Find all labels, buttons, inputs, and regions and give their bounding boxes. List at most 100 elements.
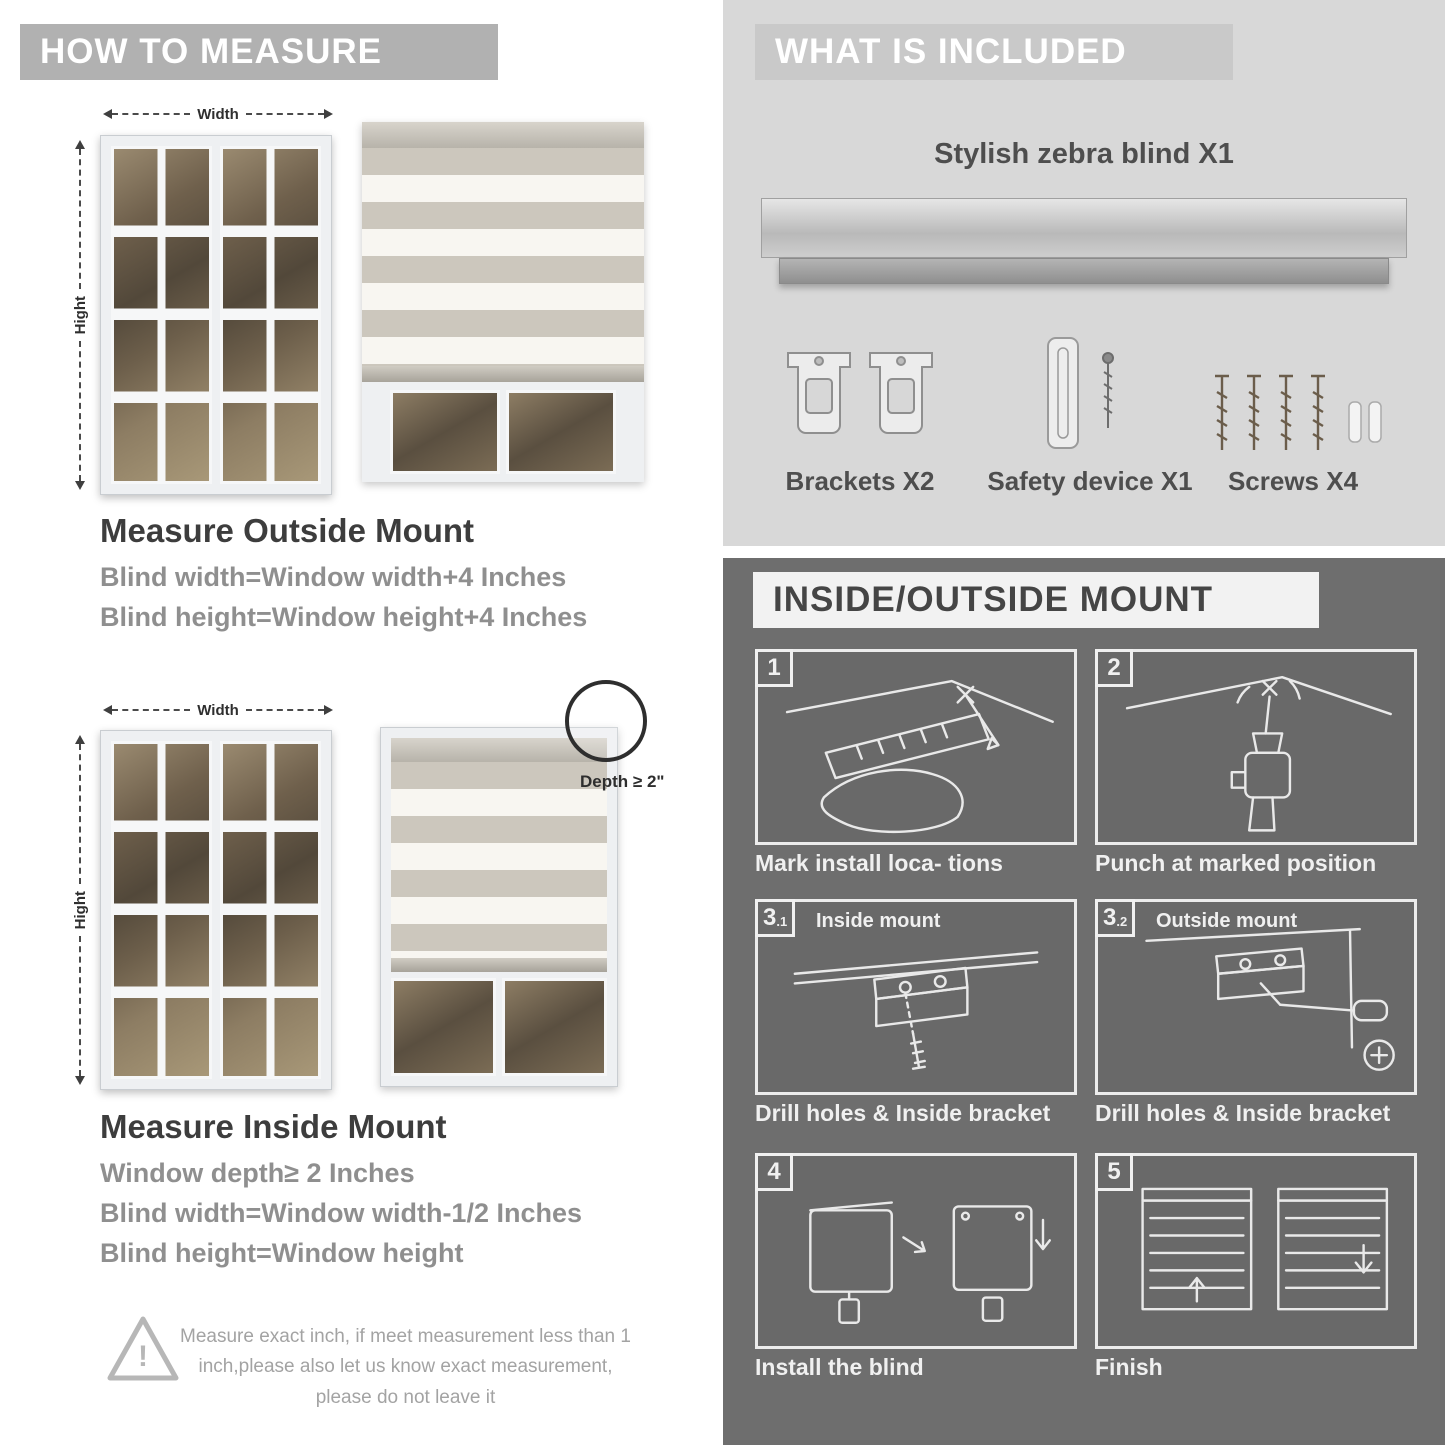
height-label: Hight [71,295,89,335]
depth-callout-circle [565,680,647,762]
screws-icon [1213,374,1382,452]
step-panel-2: 2 [1095,649,1417,845]
mount-instructions-section: INSIDE/OUTSIDE MOUNT 1 Mark install loca… [723,558,1445,1445]
brackets-icon [787,352,933,434]
window-sash [220,741,321,1079]
step-caption: Punch at marked position [1095,850,1377,876]
outside-mount-formula-height: Blind height=Window height+4 Inches [100,602,588,632]
dashed-line [245,709,325,711]
depth-label: Depth ≥ 2" [580,772,665,791]
width-label: Width [197,105,239,123]
outside-mount-formula-width: Blind width=Window width+4 Inches [100,562,567,592]
dashed-line [112,113,191,115]
window-pane [502,978,607,1076]
step-number-badge: 5 [1095,1153,1133,1191]
arrowhead-up-icon [75,735,85,744]
inside-mount-formula-depth: Window depth≥ 2 Inches [100,1158,415,1188]
step-number-sub: .2 [1116,914,1128,929]
arrowhead-up-icon [75,140,85,149]
arrowhead-right-icon [324,109,334,119]
arrowhead-right-icon [324,705,334,715]
step-panel-3-1: 3.1 Inside mount [755,899,1077,1095]
outside-mount-title: Measure Outside Mount [100,512,475,549]
blind-stripes [391,762,607,958]
zebra-blind-inside-mount-image [380,727,618,1087]
window-illustration-inside [100,730,332,1090]
drill-illustration [1125,675,1392,832]
window-sash [111,146,212,484]
width-label: Width [197,701,239,719]
zebra-blind-bottomrail-image [779,258,1389,284]
step-number: 5 [1107,1158,1121,1185]
arrowhead-left-icon [103,109,112,119]
dashed-line [79,341,81,482]
dashed-line [79,149,81,289]
mount-header-text: INSIDE/OUTSIDE MOUNT [773,580,1214,619]
screws-label: Screws X4 [1227,466,1359,496]
blind-headrail [362,122,644,148]
warning-triangle-icon: ! [103,1312,183,1386]
what-is-included-header: WHAT IS INCLUDED [755,24,1233,80]
step-number-badge: 3.1 [755,899,796,937]
exclamation-mark: ! [138,1340,148,1373]
zebra-blind-outside-mount-image [362,122,644,482]
step-number-badge: 1 [755,649,793,687]
window-sash [220,146,321,484]
how-to-measure-header: HOW TO MEASURE [20,24,498,80]
window-pane [390,390,500,474]
dashed-line [79,744,81,884]
blind-bottomrail [362,366,644,382]
window-sash [111,741,212,1079]
height-arrow: Hight [70,735,90,1086]
outside-bracket-illustration [1145,927,1395,1071]
step-number: 1 [767,654,781,681]
inside-mount-label: Inside mount [816,910,941,932]
blind-stripes [362,148,644,366]
how-to-measure-header-text: HOW TO MEASURE [40,32,382,71]
dashed-line [79,936,81,1077]
measurement-warning-text: Measure exact inch, if meet measurement … [180,1326,631,1408]
inside-bracket-illustration [793,951,1039,1070]
step-number-sub: .1 [776,914,788,929]
step-caption: Mark install loca- tions [755,850,1003,876]
step-number: 4 [767,1158,781,1185]
height-label: Hight [71,890,89,930]
dashed-line [245,113,325,115]
dashed-line [112,709,191,711]
step-caption: Drill holes & Inside bracket [755,1100,1051,1126]
arrowhead-down-icon [75,481,85,491]
inside-mount-formula-width: Blind width=Window width-1/2 Inches [100,1198,583,1228]
outside-mount-label: Outside mount [1156,910,1298,932]
inside-mount-title: Measure Inside Mount [100,1108,447,1145]
mount-header: INSIDE/OUTSIDE MOUNT [753,572,1319,628]
window-below-blind [362,382,644,482]
triangle-outline [107,1316,179,1381]
step-caption: Drill holes & Inside bracket [1095,1100,1391,1126]
window-pane [506,390,616,474]
step-panel-5: 5 [1095,1153,1417,1349]
step-number: 3 [1103,904,1117,931]
inside-mount-formula-height: Blind height=Window height [100,1238,464,1268]
install-blind-illustration [809,1201,1051,1324]
height-arrow: Hight [70,140,90,491]
safety-device-icon [1047,337,1114,449]
window-below-blind [391,972,607,1076]
step-panel-3-2: 3.2 Outside mount [1095,899,1417,1095]
step-number: 3 [763,904,777,931]
blind-bottomrail [391,958,607,972]
step-number-badge: 4 [755,1153,793,1191]
window-illustration-outside [100,135,332,495]
product-label: Stylish zebra blind X1 [934,138,1234,170]
what-is-included-section: WHAT IS INCLUDED Stylish zebra blind X1 [723,0,1445,546]
step-caption: Install the blind [755,1354,924,1380]
arrowhead-left-icon [103,705,112,715]
width-arrow: Width [103,700,334,720]
width-arrow: Width [103,104,334,124]
brackets-label: Brackets X2 [785,466,935,496]
mark-locations-illustration [785,679,1054,834]
what-is-included-header-text: WHAT IS INCLUDED [775,32,1127,71]
step-panel-1: 1 [755,649,1077,845]
zebra-blind-headrail-image [761,198,1407,258]
step-number: 2 [1107,654,1121,681]
